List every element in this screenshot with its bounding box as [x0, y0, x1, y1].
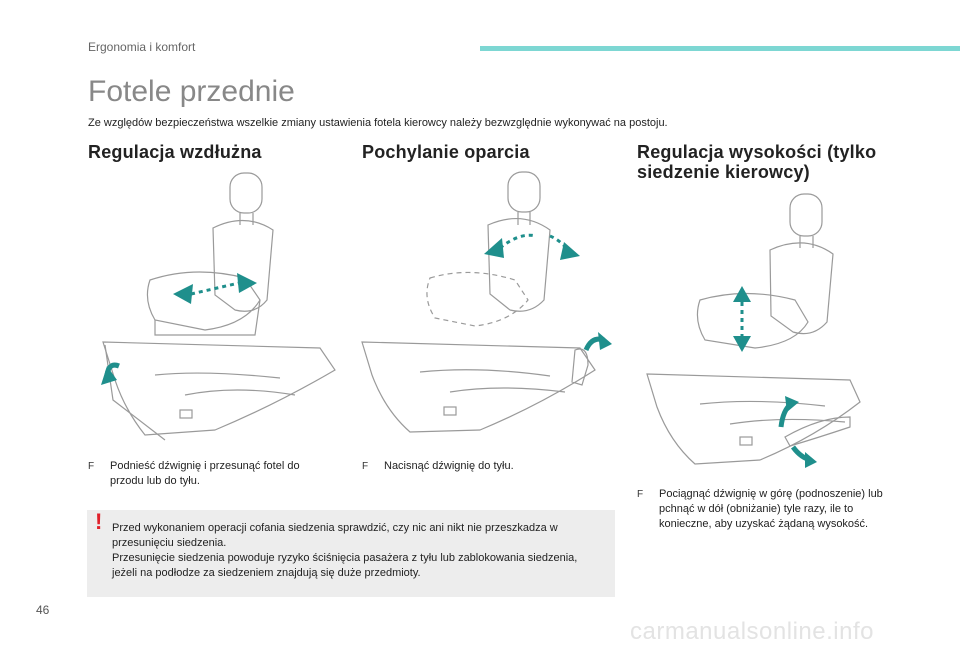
warning-text: Przed wykonaniem operacji cofania siedze… [112, 521, 602, 581]
heading-longitudinal: Regulacja wzdłużna [88, 142, 262, 162]
heading-height-line1: Regulacja wysokości (tylko [637, 142, 877, 162]
seat-height-illustration [646, 193, 861, 468]
bullet-longitudinal-text: Podnieść dźwignię i przesunąć fotel do p… [110, 460, 300, 487]
seat-backrest-illustration [361, 171, 612, 433]
heading-height-line2: siedzenie kierowcy) [637, 162, 810, 182]
bullet-height: F Pociągnąć dźwignię w górę (podnoszenie… [637, 487, 897, 532]
bullet-backrest-tilt: F Nacisnąć dźwignię do tyłu. [362, 459, 602, 474]
bullet-marker: F [637, 489, 644, 500]
watermark: carmanualsonline.info [630, 618, 874, 645]
bullet-longitudinal: F Podnieść dźwignię i przesunąć fotel do… [88, 459, 328, 489]
page-number: 46 [36, 603, 50, 617]
header-accent-bar [480, 46, 960, 51]
page-title: Fotele przednie [88, 75, 295, 108]
bullet-backrest-tilt-text: Nacisnąć dźwignię do tyłu. [384, 460, 514, 472]
warning-line-1: Przed wykonaniem operacji cofania siedze… [112, 522, 558, 549]
bullet-marker: F [362, 461, 369, 472]
section-label: Ergonomia i komfort [88, 40, 196, 54]
heading-backrest-tilt: Pochylanie oparcia [362, 142, 530, 162]
warning-line-2: Przesunięcie siedzenia powoduje ryzyko ś… [112, 552, 578, 579]
bullet-marker: F [88, 461, 95, 472]
bullet-height-text: Pociągnąć dźwignię w górę (podnoszenie) … [659, 488, 883, 530]
warning-box: ! Przed wykonaniem operacji cofania sied… [87, 510, 615, 597]
intro-text: Ze względów bezpieczeństwa wszelkie zmia… [88, 117, 668, 129]
warning-icon: ! [95, 509, 103, 534]
seat-longitudinal-illustration [101, 172, 336, 441]
